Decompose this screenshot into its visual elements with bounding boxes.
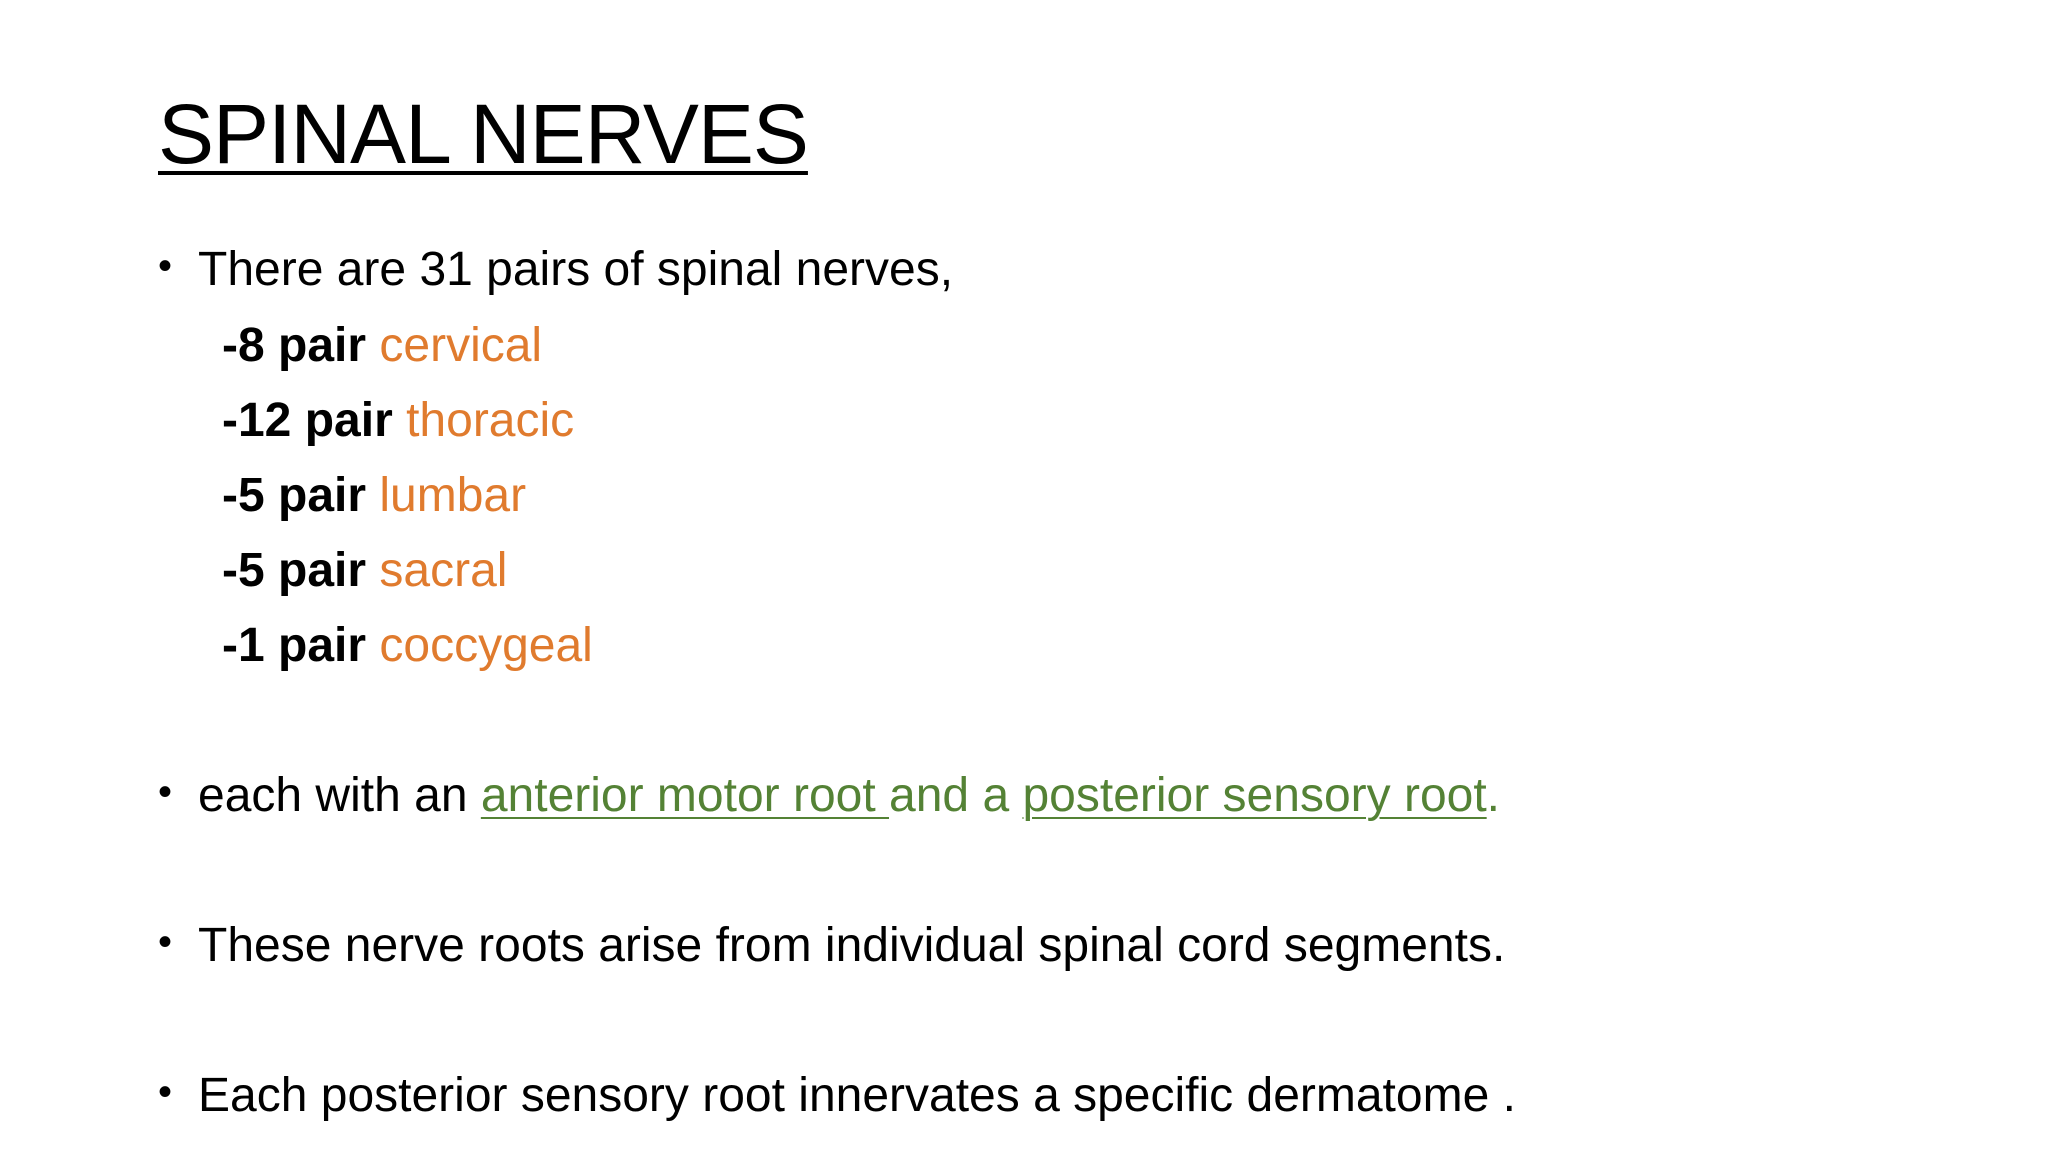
bullet-text: Each posterior sensory root innervates a…: [198, 1069, 1516, 1122]
pair-count: -5 pair: [222, 469, 367, 522]
bullet-dot: •: [158, 920, 173, 964]
pair-count: -5 pair: [222, 544, 367, 597]
posterior-sensory-root-text: posterior sensory root: [1022, 769, 1487, 822]
pair-item-coccygeal: -1 pair coccygeal: [222, 622, 593, 670]
pair-region: thoracic: [406, 394, 575, 447]
pair-count: -12 pair: [222, 394, 393, 447]
anterior-motor-root-text: anterior motor root: [480, 769, 890, 822]
slide-title: SPINAL NERVES: [158, 87, 809, 181]
pair-count: -1 pair: [222, 619, 367, 672]
pair-region: coccygeal: [379, 619, 593, 672]
roots-middle: and a: [889, 769, 1023, 822]
roots-prefix: each with an: [198, 769, 481, 822]
pair-region: lumbar: [379, 469, 527, 522]
bullet-text: each with an anterior motor root and a p…: [198, 772, 1500, 820]
pair-item-cervical: -8 pair cervical: [222, 322, 542, 370]
pair-item-thoracic: -12 pair thoracic: [222, 397, 574, 445]
bullet-dot: •: [158, 770, 173, 814]
pair-count: -8 pair: [222, 319, 367, 372]
bullet-dot: •: [158, 244, 173, 288]
pair-item-lumbar: -5 pair lumbar: [222, 472, 526, 520]
pair-region: sacral: [379, 544, 508, 597]
pair-region: cervical: [379, 319, 543, 372]
bullet-text: There are 31 pairs of spinal nerves,: [198, 243, 954, 296]
bullet-text: These nerve roots arise from individual …: [198, 919, 1506, 972]
roots-suffix: .: [1486, 769, 1501, 822]
bullet-dot: •: [158, 1070, 173, 1114]
pair-item-sacral: -5 pair sacral: [222, 547, 507, 595]
